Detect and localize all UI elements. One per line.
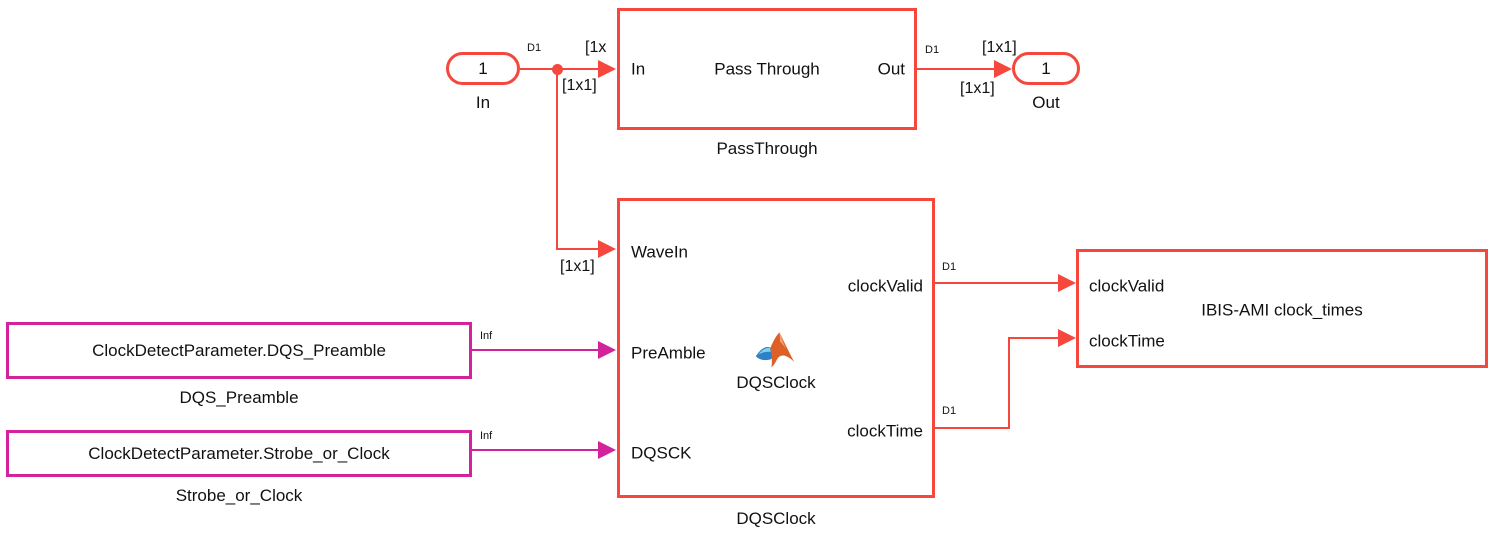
dqsclock-block[interactable]: WaveIn PreAmble DQSCK clockValid clockTi… <box>617 198 935 498</box>
signal-dim-label: [1x1] <box>560 258 595 275</box>
signal-line-clocktime-seg2[interactable] <box>1008 337 1010 429</box>
inport-number: 1 <box>478 58 488 78</box>
inport-label[interactable]: In <box>475 93 491 112</box>
signal-rate-label: D1 <box>942 261 957 273</box>
signal-line-dqsck[interactable] <box>472 449 598 451</box>
ibis-title: IBIS-AMI clock_times <box>1201 300 1363 320</box>
signal-line-clocktime-seg3[interactable] <box>1008 337 1060 339</box>
constant-dqs-preamble-label[interactable]: DQS_Preamble <box>179 388 299 407</box>
dqsclock-inner-label: DQSClock <box>736 373 816 392</box>
arrowhead-icon <box>1058 329 1076 347</box>
signal-dim-label: [1x1] <box>562 77 597 94</box>
signal-value-label: Inf <box>480 330 493 342</box>
arrowhead-icon <box>598 441 616 459</box>
arrowhead-icon <box>598 341 616 359</box>
signal-rate-label: D1 <box>942 405 957 417</box>
signal-dim-label: [1x1] <box>960 80 995 97</box>
signal-line-out[interactable] <box>917 68 995 70</box>
signal-line-branch-vertical[interactable] <box>556 68 558 250</box>
ibis-port-clocktime: clockTime <box>1089 331 1165 351</box>
signal-rate-label: D1 <box>925 44 940 56</box>
matlab-logo-icon <box>755 332 795 368</box>
ibis-port-clockvalid: clockValid <box>1089 276 1165 296</box>
signal-line-branch-horizontal[interactable] <box>556 248 600 250</box>
dqsclock-port-wavein: WaveIn <box>631 242 689 262</box>
passthrough-port-in: In <box>631 59 646 79</box>
signal-dim-label: [1x1] <box>982 39 1017 56</box>
signal-line-preamble[interactable] <box>472 349 598 351</box>
dqsclock-port-clockvalid: clockValid <box>847 276 923 296</box>
signal-line-clocktime-seg1[interactable] <box>935 427 1010 429</box>
constant-dqs-preamble-block[interactable]: ClockDetectParameter.DQS_Preamble <box>6 322 472 379</box>
dqsclock-port-preamble: PreAmble <box>631 343 706 363</box>
arrowhead-icon <box>1058 274 1076 292</box>
dqsclock-label[interactable]: DQSClock <box>736 509 816 528</box>
constant-dqs-preamble-value: ClockDetectParameter.DQS_Preamble <box>92 340 386 360</box>
arrowhead-icon <box>598 240 616 258</box>
signal-line-clockvalid[interactable] <box>935 282 1060 284</box>
passthrough-port-out: Out <box>877 59 905 79</box>
arrowhead-icon <box>598 60 616 78</box>
ibis-ami-block[interactable]: clockValid IBIS-AMI clock_times clockTim… <box>1076 249 1488 368</box>
passthrough-block[interactable]: In Pass Through Out <box>617 8 917 130</box>
signal-value-label: Inf <box>480 430 493 442</box>
signal-rate-label: D1 <box>527 42 542 54</box>
outport-block[interactable]: 1 <box>1012 52 1080 85</box>
dqsclock-port-dqsck: DQSCK <box>631 443 692 463</box>
passthrough-title: Pass Through <box>714 59 820 79</box>
constant-strobe-block[interactable]: ClockDetectParameter.Strobe_or_Clock <box>6 430 472 477</box>
outport-number: 1 <box>1041 58 1051 78</box>
constant-strobe-value: ClockDetectParameter.Strobe_or_Clock <box>88 443 390 463</box>
dqsclock-port-clocktime: clockTime <box>847 421 923 441</box>
arrowhead-icon <box>994 60 1012 78</box>
outport-label[interactable]: Out <box>1032 93 1060 112</box>
passthrough-label[interactable]: PassThrough <box>716 139 818 158</box>
signal-dim-label: [1x <box>585 39 607 56</box>
constant-strobe-label[interactable]: Strobe_or_Clock <box>175 486 303 505</box>
inport-block[interactable]: 1 <box>446 52 520 85</box>
